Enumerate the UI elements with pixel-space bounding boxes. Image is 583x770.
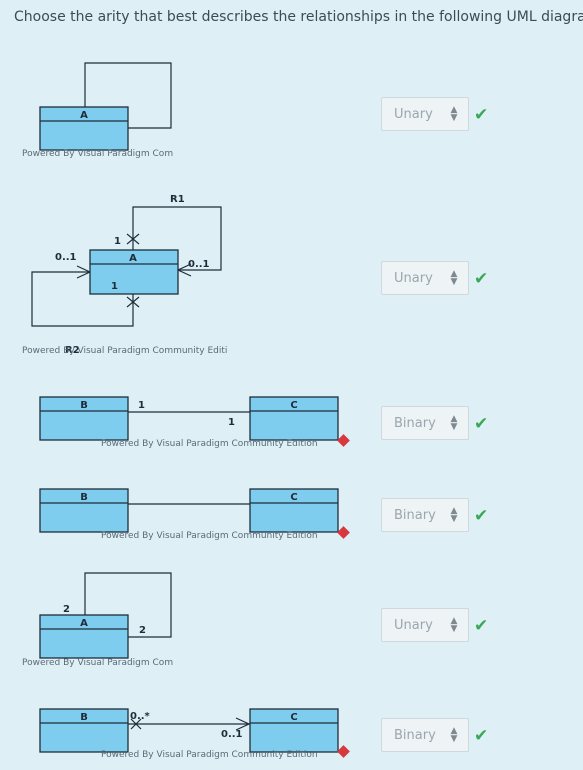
class-box-a [39, 614, 129, 659]
class-box-a [39, 106, 129, 151]
uml-diagram-5: 2 A 2 Powered By Visual Paradigm Com [0, 570, 375, 670]
select-arrows-icon: ▲▼ [450, 269, 458, 287]
multiplicity-label: 0..1 [55, 252, 77, 263]
multiplicity-label: 1 [114, 236, 121, 247]
self-association-line [84, 62, 172, 129]
class-name-b: B [80, 712, 88, 723]
class-box-c [249, 708, 339, 753]
select-arrows-icon: ▲▼ [450, 414, 458, 432]
arity-select-value: Binary [394, 507, 436, 523]
watermark: Powered By Visual Paradigm Community Edi… [101, 750, 318, 760]
multiplicity-label: 0..1 [188, 259, 210, 270]
check-icon: ✔ [474, 105, 489, 125]
class-name-c: C [290, 400, 297, 411]
uml-diagram-3-svg: B C 1 1 Powered By Visual Paradigm Commu… [39, 396, 350, 449]
check-icon: ✔ [474, 616, 489, 636]
class-name-c: C [290, 492, 297, 503]
arity-select-1[interactable]: Unary ▲▼ [381, 97, 469, 131]
watermark: Powered By Visual Paradigm Com [22, 658, 173, 668]
class-name-a: A [80, 110, 88, 121]
uml-diagram-1-svg: A Powered By Visual Paradigm Com [22, 62, 173, 159]
arity-select-2[interactable]: Unary ▲▼ [381, 261, 469, 295]
class-box-b [39, 708, 129, 753]
arity-select-value: Unary [394, 106, 433, 122]
watermark: Powered By Visual Paradigm Community Edi… [101, 531, 318, 541]
check-icon: ✔ [474, 269, 489, 289]
class-name-b: B [80, 492, 88, 503]
uml-diagram-2: R1 1 0..1 0..1 A 1 R2 Powered By Visual … [0, 190, 375, 360]
vp-logo-icon [337, 745, 350, 758]
class-name-c: C [290, 712, 297, 723]
multiplicity-label: 2 [63, 604, 70, 615]
arity-select-value: Unary [394, 270, 433, 286]
class-name-b: B [80, 400, 88, 411]
check-icon: ✔ [474, 414, 489, 434]
multiplicity-label: 1 [228, 417, 235, 428]
select-arrows-icon: ▲▼ [450, 105, 458, 123]
uml-diagram-4-svg: B C Powered By Visual Paradigm Community… [39, 488, 350, 541]
uml-diagram-4: B C Powered By Visual Paradigm Community… [0, 487, 375, 547]
multiplicity-label: 0..1 [221, 729, 243, 740]
check-icon: ✔ [474, 726, 489, 746]
watermark: Powered By Visual Paradigm Community Edi… [22, 346, 227, 356]
multiplicity-label: 0..* [130, 711, 151, 722]
uml-diagram-3: B C 1 1 Powered By Visual Paradigm Commu… [0, 395, 375, 455]
arity-select-3[interactable]: Binary ▲▼ [381, 406, 469, 440]
watermark: Powered By Visual Paradigm Community Edi… [101, 439, 318, 449]
multiplicity-label: 1 [138, 400, 145, 411]
assoc-label-r1: R1 [170, 194, 185, 205]
class-name-a: A [80, 618, 88, 629]
uml-diagram-6: B C 0..* 0..1 Powered By Visual Paradigm… [0, 707, 375, 767]
assoc-label-r2: R2 [65, 345, 80, 356]
arity-select-value: Binary [394, 415, 436, 431]
arity-select-value: Binary [394, 727, 436, 743]
class-name-a: A [129, 253, 137, 264]
check-icon: ✔ [474, 506, 489, 526]
uml-diagram-1: A Powered By Visual Paradigm Com [0, 60, 375, 165]
uml-diagram-6-svg: B C 0..* 0..1 Powered By Visual Paradigm… [39, 708, 350, 760]
self-association-line [84, 572, 172, 638]
uml-diagram-2-svg: R1 1 0..1 0..1 A 1 R2 Powered By Visual … [22, 194, 227, 356]
class-box-c [249, 396, 339, 441]
class-box-b [39, 396, 129, 441]
class-box-a [89, 249, 179, 295]
watermark: Powered By Visual Paradigm Com [22, 149, 173, 159]
select-arrows-icon: ▲▼ [450, 726, 458, 744]
arity-select-6[interactable]: Binary ▲▼ [381, 718, 469, 752]
vp-logo-icon [337, 434, 350, 447]
arity-select-value: Unary [394, 617, 433, 633]
association-r1-line [132, 206, 222, 271]
select-arrows-icon: ▲▼ [450, 616, 458, 634]
arity-select-5[interactable]: Unary ▲▼ [381, 608, 469, 642]
arity-select-4[interactable]: Binary ▲▼ [381, 498, 469, 532]
uml-diagram-5-svg: 2 A 2 Powered By Visual Paradigm Com [22, 572, 173, 668]
question-text: Choose the arity that best describes the… [14, 9, 583, 25]
select-arrows-icon: ▲▼ [450, 506, 458, 524]
association-r2-line [31, 271, 134, 327]
class-box-c [249, 488, 339, 533]
class-box-b [39, 488, 129, 533]
multiplicity-label: 2 [139, 625, 146, 636]
multiplicity-label: 1 [111, 281, 118, 292]
vp-logo-icon [337, 526, 350, 539]
